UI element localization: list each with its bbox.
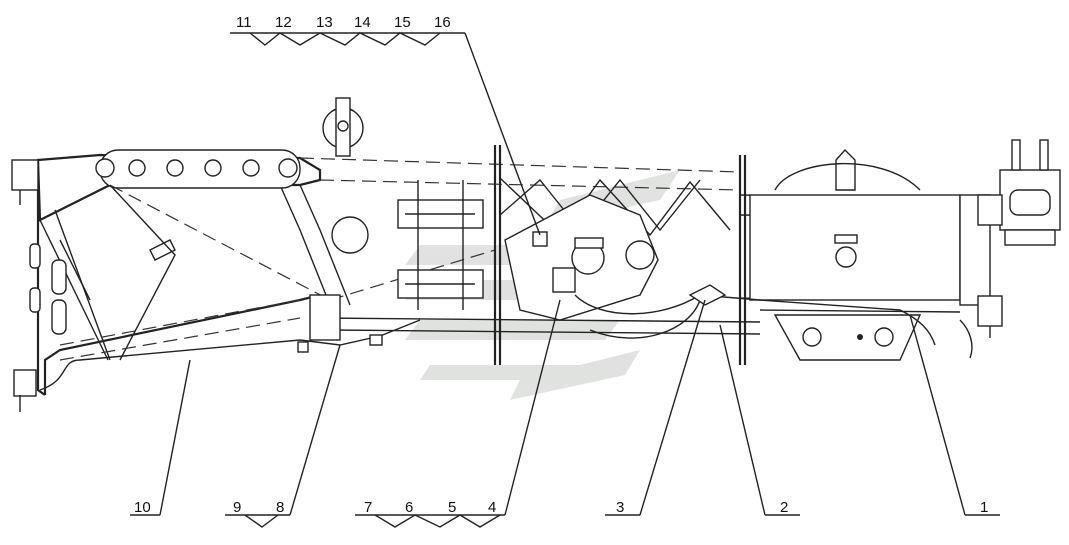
callout-8: 8 [276,499,284,516]
vertical-plates [493,145,747,365]
callout-14: 14 [354,14,371,31]
hoses [39,284,973,391]
callout-11: 11 [236,14,252,31]
disc-assembly [504,194,701,339]
callout-7: 7 [364,499,372,516]
callout-9: 9 [233,499,241,516]
top-beam [95,149,301,189]
right-hitch [959,139,1061,338]
callout-16: 16 [434,14,451,31]
callout-1: 1 [980,499,988,516]
callout-12: 12 [275,14,292,31]
callout-6: 6 [405,499,413,516]
left-frame [11,153,351,412]
callout-2: 2 [780,499,788,516]
right-drum [749,148,961,361]
callout-4: 4 [488,499,496,516]
callout-3: 3 [616,499,624,516]
leader-lines [130,32,1000,528]
callout-10: 10 [134,499,151,516]
clamps [397,180,484,310]
callout-5: 5 [448,499,456,516]
callout-15: 15 [394,14,411,31]
callout-numbers: 11 12 13 14 15 16 10 9 8 7 6 5 4 3 2 1 [134,14,988,516]
callout-13: 13 [316,14,333,31]
pulley [322,97,364,157]
